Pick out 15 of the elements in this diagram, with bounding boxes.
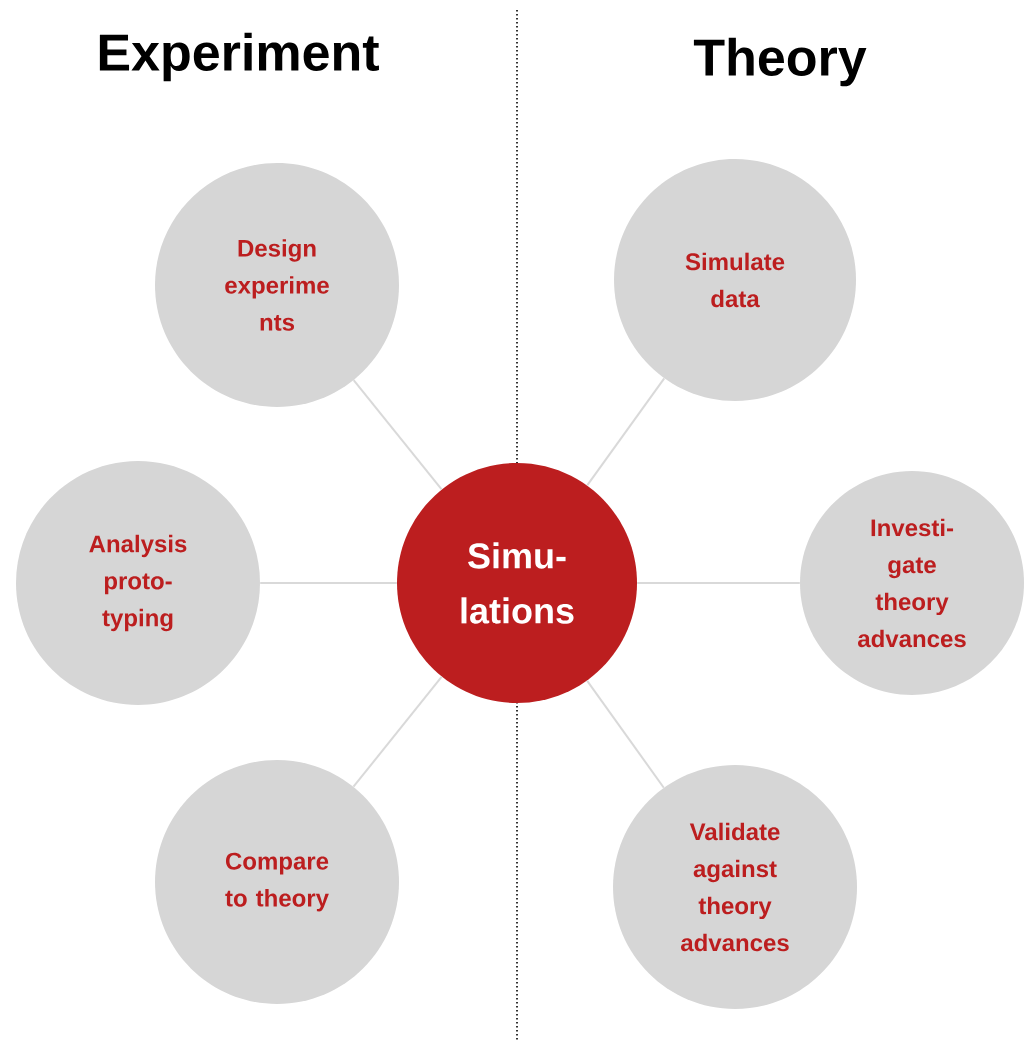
circle-node: Analysis proto- typing — [16, 461, 260, 705]
circle-node: Compare to theory — [155, 760, 399, 1004]
connector-line — [259, 582, 398, 584]
column-heading: Experiment — [99, 32, 379, 82]
connector-line — [586, 679, 665, 789]
connector-line — [352, 675, 443, 788]
connector-line — [636, 582, 801, 584]
connector-line — [586, 377, 666, 487]
circle-node: Validate against theory advances — [613, 765, 857, 1009]
circle-node: Simu- lations — [397, 463, 637, 703]
connector-line — [352, 379, 443, 491]
circle-node: Simulate data — [614, 159, 856, 401]
column-heading: Theory — [693, 37, 867, 87]
circle-node: Design experime nts — [155, 163, 399, 407]
circle-node: Investi- gate theory advances — [800, 471, 1024, 695]
